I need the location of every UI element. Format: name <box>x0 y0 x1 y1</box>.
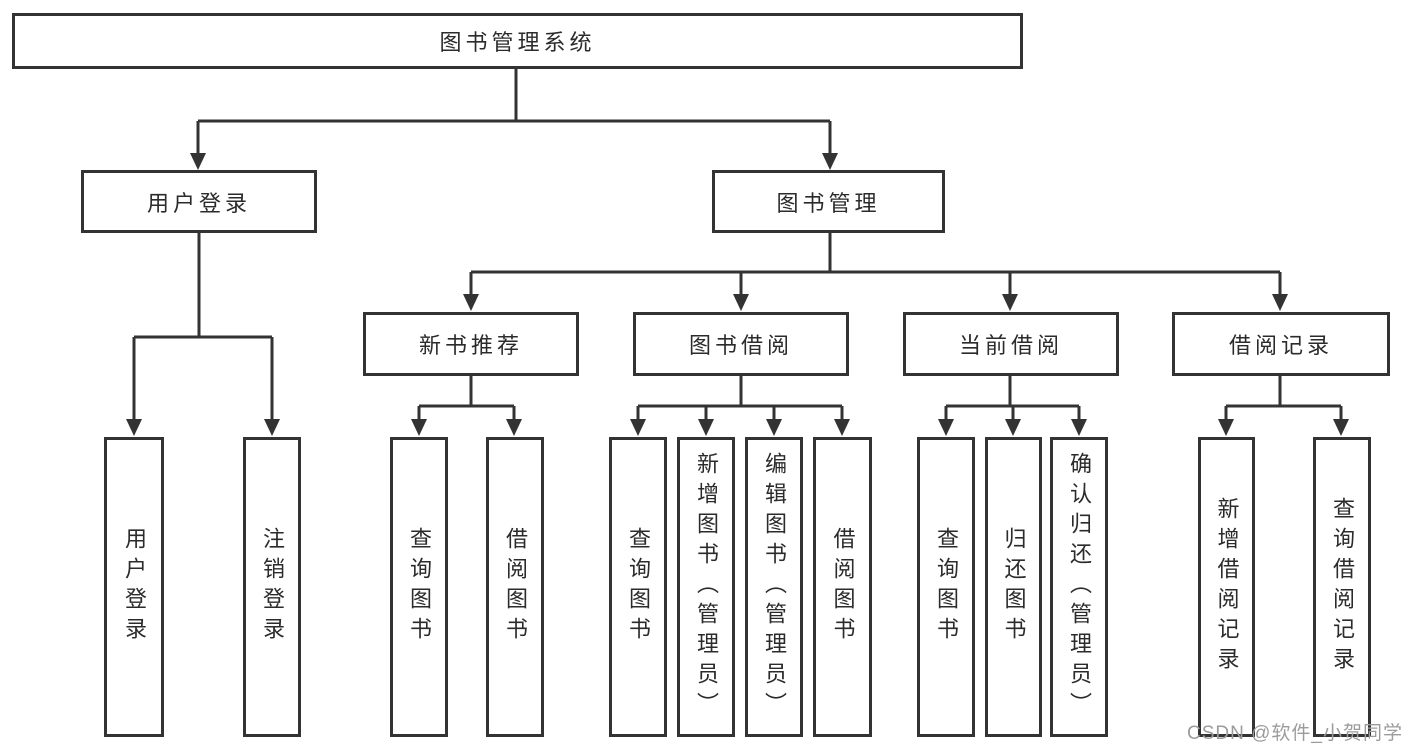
connector-bookborrow-to-children <box>630 376 850 436</box>
node-book-borrow: 图书借阅 <box>633 312 849 376</box>
node-borrow-records: 借阅记录 <box>1172 312 1390 376</box>
node-user-login: 用户登录 <box>81 170 317 233</box>
connector-management-to-level3 <box>463 233 1288 311</box>
leaf-label: 查询借阅记录 <box>1330 497 1355 677</box>
leaf-return-book: 归还图书 <box>985 437 1042 737</box>
leaf-confirm-return-admin: 确认归还（管理员） <box>1050 437 1108 737</box>
leaf-logout: 注销登录 <box>243 437 301 737</box>
leaf-add-book-admin: 新增图书（管理员） <box>677 437 735 737</box>
csdn-watermark: CSDN @软件_小贺同学 <box>1187 723 1403 744</box>
connector-currentborrow-to-children <box>938 376 1087 436</box>
connector-recommend-to-children <box>411 376 522 436</box>
leaf-label: 注销登录 <box>260 527 285 647</box>
node-new-book-recommend: 新书推荐 <box>363 312 579 376</box>
leaf-query-borrow-record: 查询借阅记录 <box>1313 437 1371 737</box>
leaf-label: 新增借阅记录 <box>1214 497 1240 677</box>
leaf-label: 查询图书 <box>407 527 432 647</box>
leaf-borrow-book-recommend: 借阅图书 <box>486 437 544 737</box>
leaf-label: 借阅图书 <box>503 527 528 647</box>
leaf-query-book-recommend: 查询图书 <box>390 437 448 737</box>
leaf-label: 用户登录 <box>122 527 147 647</box>
leaf-query-book-borrow: 查询图书 <box>609 437 667 737</box>
leaf-label: 确认归还（管理员） <box>1067 452 1092 722</box>
node-current-borrow: 当前借阅 <box>903 312 1119 376</box>
node-root-system: 图书管理系统 <box>12 13 1023 69</box>
leaf-edit-book-admin: 编辑图书（管理员） <box>745 437 803 737</box>
leaf-user-login: 用户登录 <box>104 437 164 737</box>
leaf-label: 编辑图书（管理员） <box>762 452 787 722</box>
node-book-management: 图书管理 <box>712 170 945 233</box>
leaf-label: 查询图书 <box>626 527 651 647</box>
leaf-query-book-current: 查询图书 <box>917 437 975 737</box>
connector-root-to-level2 <box>190 69 838 170</box>
leaf-borrow-book: 借阅图书 <box>813 437 872 737</box>
leaf-label: 查询图书 <box>934 527 959 647</box>
connector-login-to-children <box>126 233 280 436</box>
leaf-label: 新增图书（管理员） <box>694 452 719 722</box>
leaf-label: 借阅图书 <box>830 527 856 647</box>
connector-records-to-children <box>1218 376 1349 436</box>
leaf-label: 归还图书 <box>1001 527 1027 647</box>
leaf-add-borrow-record: 新增借阅记录 <box>1198 437 1255 737</box>
